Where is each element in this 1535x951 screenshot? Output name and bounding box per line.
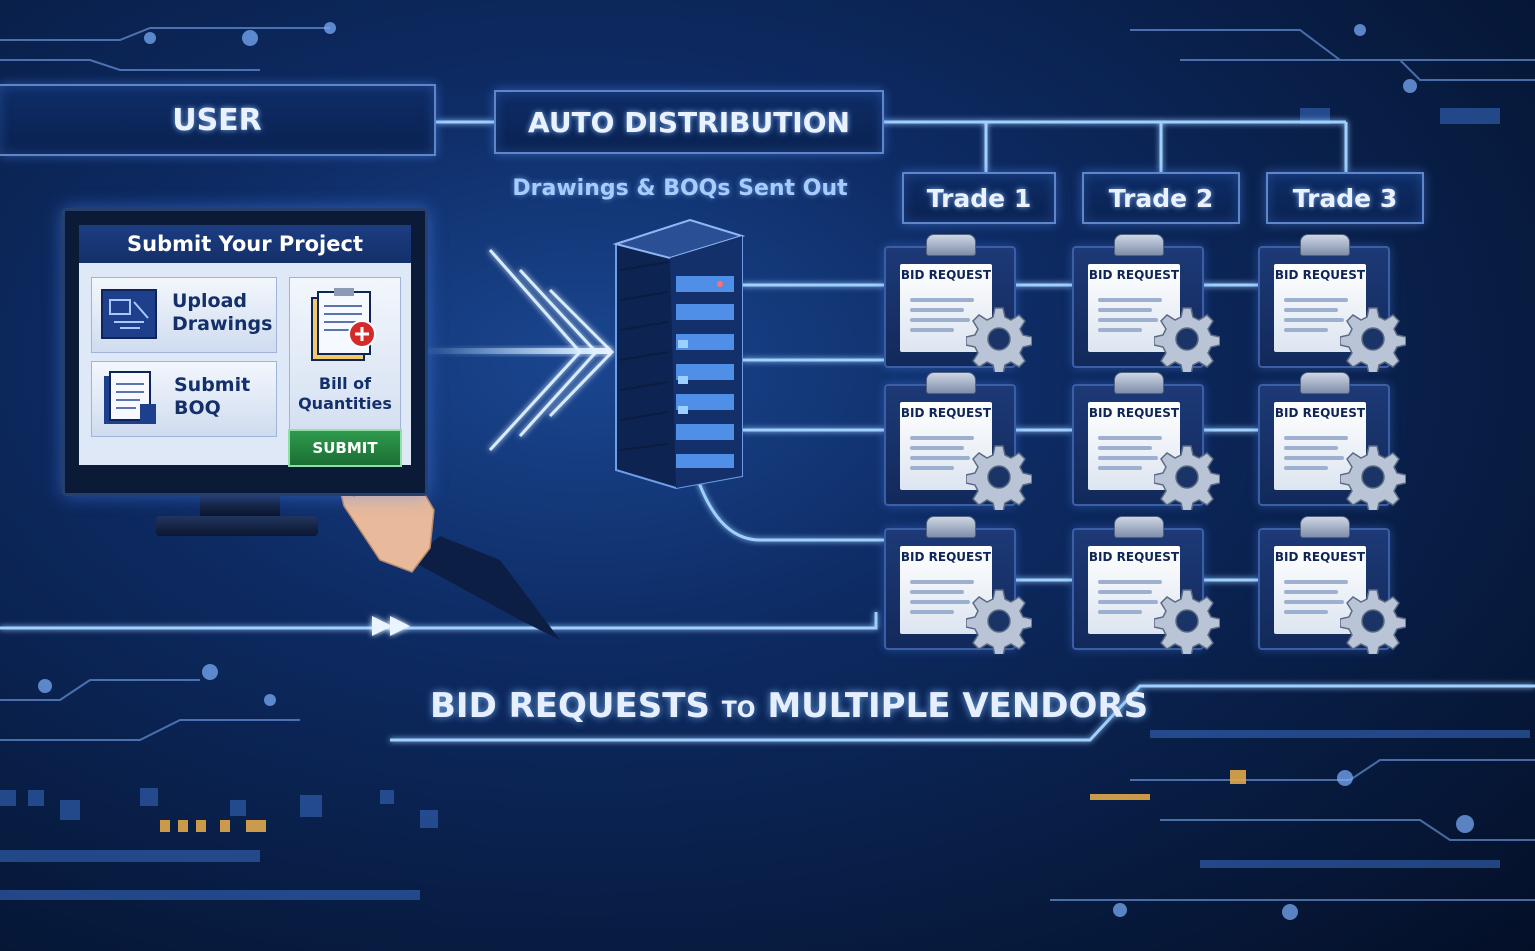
- bid-request-label: BID REQUEST: [1274, 406, 1366, 420]
- bid-request-label: BID REQUEST: [1088, 406, 1180, 420]
- gear-icon: [1340, 307, 1406, 372]
- bill-of-quantities-label: Bill of Quantities: [298, 374, 392, 413]
- gear-icon: [966, 445, 1032, 510]
- caption-part-3: MULTIPLE VENDORS: [767, 686, 1149, 726]
- bid-request-label: BID REQUEST: [1088, 268, 1180, 282]
- caption-part-2: TO: [721, 698, 756, 723]
- gear-icon: [1154, 307, 1220, 372]
- bid-request-clipboard-trade-2: BID REQUEST: [1072, 372, 1220, 510]
- trade-2-box: Trade 2: [1082, 172, 1240, 224]
- bid-request-clipboard-trade-1: BID REQUEST: [884, 516, 1032, 654]
- bid-request-label: BID REQUEST: [1088, 550, 1180, 564]
- bid-request-label: BID REQUEST: [1274, 268, 1366, 282]
- clipboard-clamp: [1114, 372, 1164, 394]
- clipboard-clamp: [926, 516, 976, 538]
- bid-request-clipboard-trade-3: BID REQUEST: [1258, 516, 1406, 654]
- monitor-screen: Submit Your Project Upload Drawings Subm…: [79, 225, 411, 467]
- document-lines: [1284, 292, 1356, 338]
- server-icon: [612, 218, 746, 490]
- gear-icon: [1154, 445, 1220, 510]
- document-lines: [910, 430, 982, 476]
- gear-icon: [1154, 589, 1220, 654]
- gear-icon: [966, 307, 1032, 372]
- bid-request-clipboard-trade-1: BID REQUEST: [884, 234, 1032, 372]
- submit-project-title: Submit Your Project: [79, 225, 411, 263]
- trade-1-label: Trade 1: [926, 183, 1032, 213]
- document-lines: [1284, 430, 1356, 476]
- clipboard-clamp: [1114, 234, 1164, 256]
- monitor: Submit Your Project Upload Drawings Subm…: [62, 208, 428, 496]
- user-label-box: USER: [0, 84, 436, 156]
- bid-request-clipboard-trade-2: BID REQUEST: [1072, 234, 1220, 372]
- bid-request-paper: BID REQUEST: [1274, 546, 1366, 634]
- bid-request-clipboard-trade-3: BID REQUEST: [1258, 372, 1406, 510]
- bid-request-paper: BID REQUEST: [1274, 402, 1366, 490]
- bid-request-clipboard-trade-3: BID REQUEST: [1258, 234, 1406, 372]
- clipboard-clamp: [1300, 234, 1350, 256]
- bid-request-clipboard-trade-2: BID REQUEST: [1072, 516, 1220, 654]
- bid-request-label: BID REQUEST: [1274, 550, 1366, 564]
- clipboard-clamp: [1300, 372, 1350, 394]
- bid-request-paper: BID REQUEST: [900, 546, 992, 634]
- auto-distribution-box: AUTO DISTRIBUTION: [494, 90, 884, 154]
- clipboard-clamp: [926, 234, 976, 256]
- document-lines: [1098, 292, 1170, 338]
- submit-boq-label: Submit BOQ: [174, 374, 251, 419]
- caption-part-1: BID REQUESTS: [430, 686, 710, 726]
- bid-request-label: BID REQUEST: [900, 406, 992, 420]
- bill-of-quantities-tile[interactable]: Bill of Quantities: [289, 277, 401, 455]
- document-lines: [1098, 574, 1170, 620]
- document-lines: [1284, 574, 1356, 620]
- document-lines: [910, 292, 982, 338]
- clipboard-clamp: [926, 372, 976, 394]
- trade-3-box: Trade 3: [1266, 172, 1424, 224]
- bid-request-clipboard-trade-1: BID REQUEST: [884, 372, 1032, 510]
- user-label: USER: [172, 102, 262, 138]
- bid-request-label: BID REQUEST: [900, 550, 992, 564]
- gear-icon: [1340, 589, 1406, 654]
- clipboard-clamp: [1300, 516, 1350, 538]
- bid-request-label: BID REQUEST: [900, 268, 992, 282]
- trade-1-box: Trade 1: [902, 172, 1056, 224]
- trade-3-label: Trade 3: [1292, 183, 1398, 213]
- sent-out-caption: Drawings & BOQs Sent Out: [512, 176, 848, 201]
- clipboard-clamp: [1114, 516, 1164, 538]
- auto-distribution-label: AUTO DISTRIBUTION: [528, 105, 850, 139]
- upload-drawings-label: Upload Drawings: [172, 290, 273, 335]
- submit-button[interactable]: SUBMIT: [288, 429, 402, 467]
- document-lines: [910, 574, 982, 620]
- blueprint-icon: [101, 289, 157, 339]
- gear-icon: [1340, 445, 1406, 510]
- document-stack-icon: [104, 371, 156, 424]
- document-lines: [1098, 430, 1170, 476]
- submit-boq-tile[interactable]: Submit BOQ: [91, 361, 277, 437]
- gear-icon: [966, 589, 1032, 654]
- bid-requests-caption: BID REQUESTS TO MULTIPLE VENDORS: [430, 686, 1148, 726]
- bill-add-icon: [311, 288, 376, 361]
- upload-drawings-tile[interactable]: Upload Drawings: [91, 277, 277, 353]
- monitor-stand-base: [156, 516, 318, 536]
- trade-2-label: Trade 2: [1108, 183, 1214, 213]
